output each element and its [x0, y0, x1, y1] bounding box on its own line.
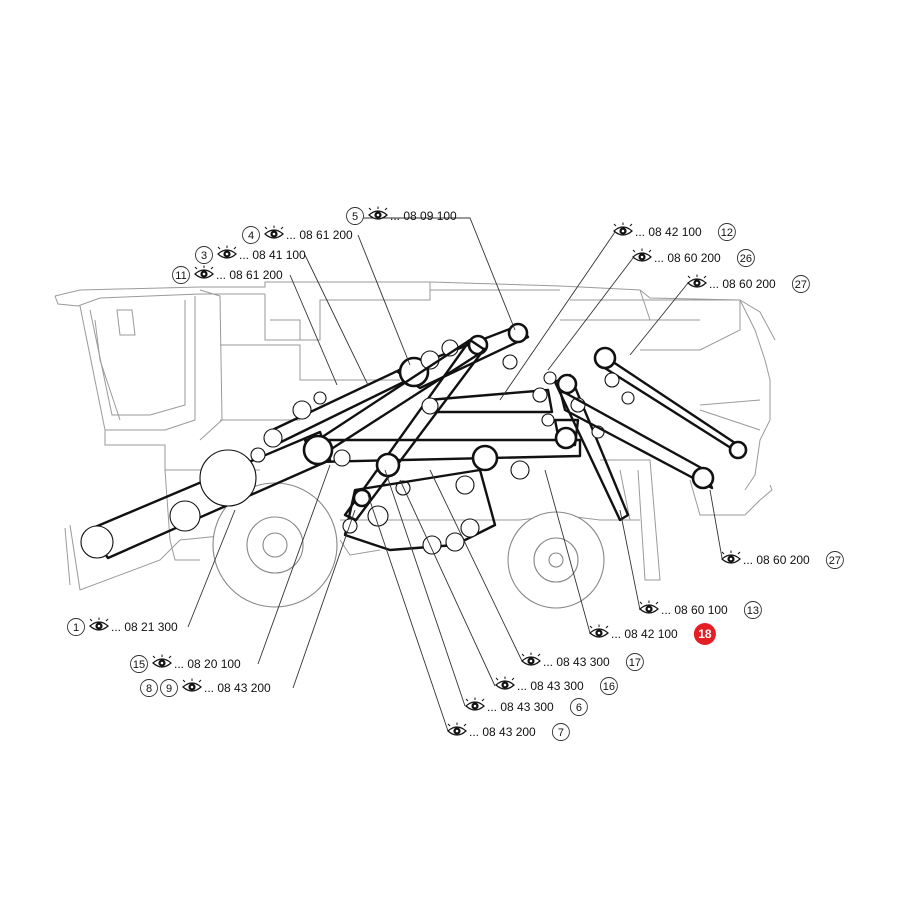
callout-c7[interactable]: ... 08 43 200 7: [447, 722, 570, 741]
eye-icon: [182, 678, 202, 692]
callout-number-text: 11: [175, 270, 186, 282]
callout-number-text: 18: [698, 627, 712, 641]
callout-number-text: 5: [352, 211, 358, 223]
callout-c11[interactable]: 11 ... 08 61 200: [172, 265, 284, 284]
callout-c5[interactable]: 5 ... 08 09 100: [346, 206, 458, 225]
callout-number[interactable]: 1: [67, 618, 85, 636]
callout-number[interactable]: 3: [195, 246, 213, 264]
eye-icon: [687, 274, 707, 288]
eye-icon: [495, 676, 515, 690]
callout-number-text: 27: [795, 279, 807, 291]
eye-icon: [152, 654, 172, 668]
callout-number[interactable]: 16: [599, 677, 618, 695]
callout-c1[interactable]: 1 ... 08 21 300: [67, 617, 179, 636]
callout-c3[interactable]: 3 ... 08 41 100: [195, 245, 307, 264]
eye-icon: [194, 265, 214, 279]
eye-icon: [639, 600, 659, 614]
callout-number[interactable]: 8: [140, 679, 158, 697]
callout-number[interactable]: 9: [160, 679, 178, 697]
callout-reference: ... 08 43 300: [543, 655, 610, 669]
callout-number-text: 9: [166, 683, 172, 695]
callout-c12[interactable]: ... 08 42 100 12: [613, 222, 736, 241]
callout-c15[interactable]: 15 ... 08 20 100: [130, 654, 242, 673]
callout-reference: ... 08 61 200: [216, 268, 283, 282]
callout-number-text: 17: [629, 657, 641, 669]
callout-reference: ... 08 43 300: [487, 700, 554, 714]
callout-number[interactable]: 17: [625, 653, 644, 671]
callout-c13[interactable]: ... 08 60 100 13: [639, 600, 762, 619]
callout-number[interactable]: 27: [791, 275, 810, 293]
callout-number-text: 1: [73, 622, 79, 634]
callout-c4[interactable]: 4 ... 08 61 200: [242, 225, 354, 244]
callout-reference: ... 08 61 200: [286, 228, 353, 242]
callout-number-text: 6: [576, 702, 582, 714]
eye-icon: [613, 222, 633, 236]
callout-c27b[interactable]: ... 08 60 200 27: [721, 550, 844, 569]
eye-icon: [89, 617, 109, 631]
callout-number-text: 3: [201, 250, 207, 262]
callout-c26[interactable]: ... 08 60 200 26: [632, 248, 755, 267]
eye-icon: [589, 624, 609, 638]
eye-icon: [368, 206, 388, 220]
callout-reference: ... 08 60 200: [654, 251, 721, 265]
callout-reference: ... 08 43 200: [469, 725, 536, 739]
callout-reference: ... 08 21 300: [111, 620, 178, 634]
callout-reference: ... 08 60 100: [661, 603, 728, 617]
callout-reference: ... 08 60 200: [709, 277, 776, 291]
callout-number[interactable]: 4: [242, 226, 260, 244]
callout-c16[interactable]: ... 08 43 300 16: [495, 676, 618, 695]
callout-number-text: 15: [133, 659, 145, 671]
eye-icon: [264, 225, 284, 239]
eye-icon: [217, 245, 237, 259]
callout-number-text: 26: [740, 253, 752, 265]
callout-reference: ... 08 60 200: [743, 553, 810, 567]
leader-lines: [187, 217, 723, 732]
belt-drives: [80, 322, 748, 560]
eye-icon: [721, 550, 741, 564]
callout-c89[interactable]: 8 9 ... 08 43 200: [140, 678, 272, 697]
callout-reference: ... 08 43 200: [204, 681, 271, 695]
callout-reference: ... 08 09 100: [390, 209, 457, 223]
callout-number-text: 27: [829, 555, 841, 567]
callout-reference: ... 08 42 100: [611, 627, 678, 641]
callout-c27a[interactable]: ... 08 60 200 27: [687, 274, 810, 293]
callout-reference: ... 08 20 100: [174, 657, 241, 671]
callout-c17[interactable]: ... 08 43 300 17: [521, 652, 644, 671]
eye-icon: [465, 697, 485, 711]
callout-number-text: 12: [721, 227, 733, 239]
eye-icon: [632, 248, 652, 262]
eye-icon: [447, 722, 467, 736]
callout-reference: ... 08 42 100: [635, 225, 702, 239]
callout-number-text: 7: [558, 727, 564, 739]
callout-reference: ... 08 43 300: [517, 679, 584, 693]
callout-number-text: 4: [248, 230, 254, 242]
callout-number-highlighted[interactable]: 18: [693, 623, 716, 645]
callout-number[interactable]: 15: [130, 655, 148, 673]
callout-c6[interactable]: ... 08 43 300 6: [465, 697, 588, 716]
callout-number[interactable]: 13: [743, 601, 762, 619]
callout-number-text: 8: [146, 683, 152, 695]
callout-number[interactable]: 7: [551, 723, 570, 741]
callout-number[interactable]: 27: [825, 551, 844, 569]
eye-icon: [521, 652, 541, 666]
callout-number[interactable]: 11: [172, 266, 190, 284]
callout-number-text: 16: [603, 681, 615, 693]
callout-number-text: 13: [747, 605, 759, 617]
part-callouts: 1 ... 08 21 300 15 ... 08 20 100 8 9 ... 08 43…: [67, 206, 844, 741]
callout-number[interactable]: 6: [569, 698, 588, 716]
callout-number[interactable]: 12: [717, 223, 736, 241]
callout-number[interactable]: 26: [736, 249, 755, 267]
callout-number[interactable]: 5: [346, 207, 364, 225]
callout-c18[interactable]: ... 08 42 100 18: [589, 623, 716, 645]
callout-reference: ... 08 41 100: [239, 248, 306, 262]
